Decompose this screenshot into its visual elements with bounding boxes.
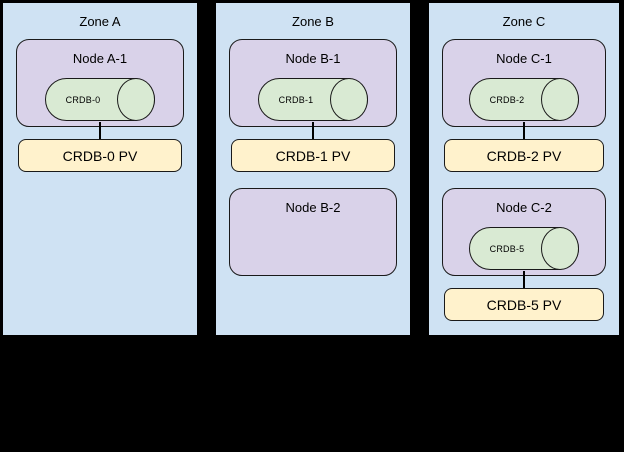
node-label-node-c-1: Node C-1 (496, 51, 552, 66)
cylinder-cap-icon (117, 78, 155, 121)
connector-line-node-c-2 (523, 271, 525, 288)
pv-label-crdb-5-pv: CRDB-5 PV (486, 296, 562, 313)
node-label-node-b-2: Node B-2 (285, 200, 341, 215)
cylinder-cap-icon (330, 78, 368, 121)
node-label-node-c-2: Node C-2 (496, 200, 552, 215)
cylinder-cap-icon (541, 78, 579, 121)
cylinder-label-crdb-2: CRDB-2 (489, 94, 525, 105)
pv-box-crdb-0-pv: CRDB-0 PV (18, 139, 182, 172)
node-label-node-b-1: Node B-1 (285, 51, 341, 66)
database-cylinder-crdb-1: CRDB-1 (258, 78, 368, 121)
node-label-node-a-1: Node A-1 (72, 51, 128, 66)
connector-line-node-a-1 (99, 122, 101, 139)
pv-label-crdb-2-pv: CRDB-2 PV (486, 147, 562, 164)
pv-label-crdb-0-pv: CRDB-0 PV (62, 147, 138, 164)
pv-box-crdb-5-pv: CRDB-5 PV (444, 288, 604, 321)
connector-line-node-c-1 (523, 122, 525, 139)
node-box-node-b-2: Node B-2 (229, 188, 397, 276)
zone-label-zone-b: Zone B (292, 14, 334, 29)
zone-label-zone-c: Zone C (502, 14, 546, 29)
cylinder-cap-icon (541, 227, 579, 270)
database-cylinder-crdb-2: CRDB-2 (469, 78, 579, 121)
cylinder-label-crdb-5: CRDB-5 (489, 243, 525, 254)
zone-label-zone-a: Zone A (79, 14, 121, 29)
cylinder-label-crdb-1: CRDB-1 (278, 94, 314, 105)
pv-label-crdb-1-pv: CRDB-1 PV (275, 147, 351, 164)
pv-box-crdb-2-pv: CRDB-2 PV (444, 139, 604, 172)
database-cylinder-crdb-0: CRDB-0 (45, 78, 155, 121)
database-cylinder-crdb-5: CRDB-5 (469, 227, 579, 270)
connector-line-node-b-1 (312, 122, 314, 139)
node-group-node-b-2: Node B-2 (216, 188, 410, 276)
cylinder-label-crdb-0: CRDB-0 (65, 94, 101, 105)
pv-box-crdb-1-pv: CRDB-1 PV (231, 139, 395, 172)
